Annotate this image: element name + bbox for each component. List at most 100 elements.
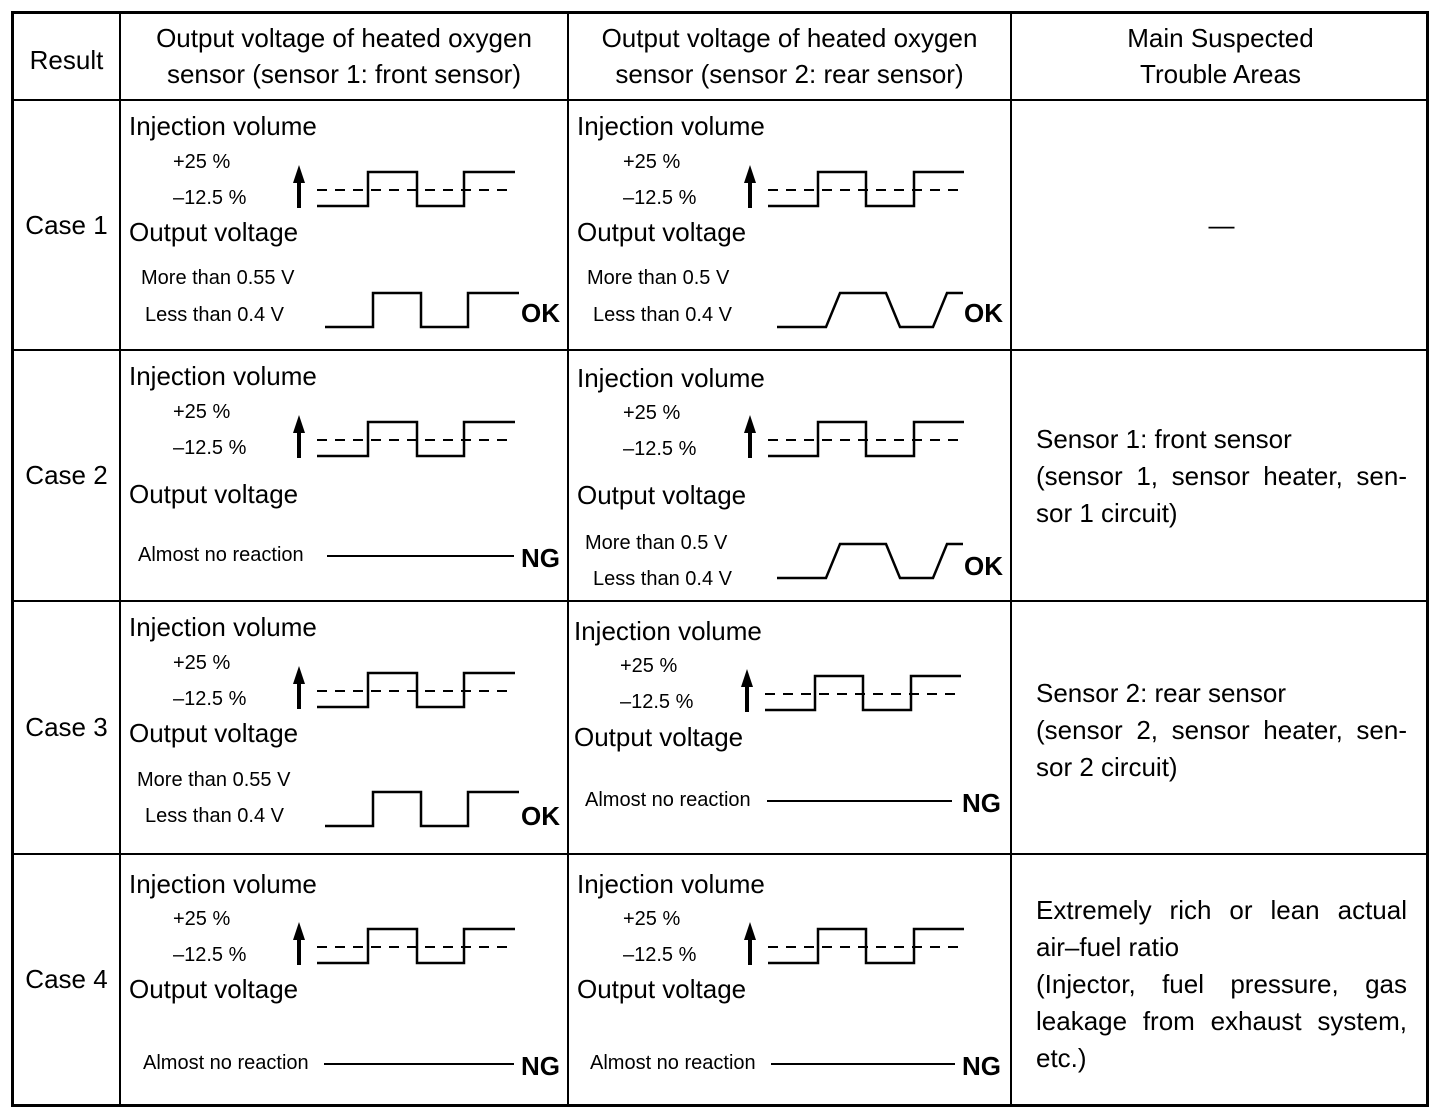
minus-12-5-label: –12.5 % xyxy=(623,187,697,209)
minus-12-5-label: –12.5 % xyxy=(623,438,697,460)
injection-waveform xyxy=(744,415,964,458)
trouble-text: Sensor 1: front sensor (sensor 1, sensor… xyxy=(1036,421,1407,532)
plus-25-label: +25 % xyxy=(173,908,231,930)
sensor2-cell: Injection volume +25 % –12.5 % Output vo… xyxy=(569,855,1010,1104)
minus-12-5-label: –12.5 % xyxy=(173,437,247,459)
case-label: Case 3 xyxy=(25,712,108,742)
trouble-text: — xyxy=(1036,207,1407,244)
trouble-line: leakage from exhaust system, xyxy=(1036,1006,1407,1036)
injection-volume-label: Injection volume xyxy=(574,616,762,646)
result-ok: OK xyxy=(521,298,560,328)
result-ok: OK xyxy=(521,801,560,831)
injection-volume-label: Injection volume xyxy=(577,869,765,899)
injection-waveform xyxy=(744,922,964,965)
header-trouble-line: Trouble Areas xyxy=(1140,59,1301,89)
trouble-line: (Injector, fuel pressure, gas xyxy=(1036,969,1407,999)
sensor2-cell: Injection volume +25 % –12.5 % Output vo… xyxy=(569,101,1010,349)
header-sensor1-line: sensor (sensor 1: front sensor) xyxy=(166,59,522,89)
almost-no-reaction-label: Almost no reaction xyxy=(585,789,751,811)
trouble-cell: — xyxy=(1012,101,1429,349)
trouble-text: Extremely rich or lean actual air–fuel r… xyxy=(1036,892,1407,1077)
output-voltage-label: Output voltage xyxy=(129,718,299,748)
trouble-line: — xyxy=(1208,210,1235,240)
column-divider xyxy=(567,14,569,1104)
header-sensor1-line: Output voltage of heated oxygen xyxy=(156,23,532,53)
output-waveform xyxy=(325,790,519,828)
output-voltage-label: Output voltage xyxy=(577,217,747,247)
trouble-line: (sensor 2, sensor heater, sen- xyxy=(1036,715,1407,745)
header-trouble-line: Main Suspected xyxy=(1127,23,1314,53)
trouble-text: Sensor 2: rear sensor (sensor 2, sensor … xyxy=(1036,675,1407,786)
flat-output-line xyxy=(324,1063,514,1065)
result-ng: NG xyxy=(962,1051,1001,1081)
flat-output-line xyxy=(767,800,952,802)
injection-volume-label: Injection volume xyxy=(129,612,317,642)
more-than-label: More than 0.5 V xyxy=(587,267,730,289)
injection-waveform xyxy=(293,165,515,208)
header-trouble-areas: Main Suspected Trouble Areas xyxy=(1012,20,1429,92)
sensor2-cell: Injection volume +25 % –12.5 % Output vo… xyxy=(569,351,1010,600)
more-than-label: More than 0.5 V xyxy=(585,532,728,554)
injection-volume-label: Injection volume xyxy=(577,363,765,393)
injection-waveform xyxy=(293,666,515,709)
case-label: Case 4 xyxy=(25,964,108,994)
header-sensor2-line: sensor (sensor 2: rear sensor) xyxy=(615,59,964,89)
trouble-line: etc.) xyxy=(1036,1043,1087,1073)
almost-no-reaction-label: Almost no reaction xyxy=(590,1052,756,1074)
less-than-label: Less than 0.4 V xyxy=(593,568,732,590)
plus-25-label: +25 % xyxy=(620,655,678,677)
row-divider xyxy=(14,853,1426,855)
minus-12-5-label: –12.5 % xyxy=(173,187,247,209)
output-waveform xyxy=(325,291,519,329)
plus-25-label: +25 % xyxy=(173,151,231,173)
sensor1-cell: Injection volume +25 % –12.5 % Output vo… xyxy=(121,855,567,1104)
injection-volume-label: Injection volume xyxy=(577,111,765,141)
output-waveform xyxy=(777,291,963,329)
flat-output-line xyxy=(771,1063,955,1065)
injection-volume-label: Injection volume xyxy=(129,111,317,141)
header-result: Result xyxy=(29,45,104,75)
sensor1-cell: Injection volume +25 % –12.5 % Output vo… xyxy=(121,602,567,853)
plus-25-label: +25 % xyxy=(623,908,681,930)
column-divider xyxy=(119,14,121,1104)
trouble-cell: Sensor 1: front sensor (sensor 1, sensor… xyxy=(1012,351,1429,600)
result-ng: NG xyxy=(521,543,560,573)
output-voltage-label: Output voltage xyxy=(577,974,747,1004)
less-than-label: Less than 0.4 V xyxy=(145,304,284,326)
less-than-label: Less than 0.4 V xyxy=(593,304,732,326)
flat-output-line xyxy=(327,555,514,557)
output-voltage-label: Output voltage xyxy=(129,479,299,509)
row-divider xyxy=(14,349,1426,351)
plus-25-label: +25 % xyxy=(623,402,681,424)
trouble-line: Extremely rich or lean actual xyxy=(1036,895,1407,925)
result-ng: NG xyxy=(521,1051,560,1081)
output-voltage-label: Output voltage xyxy=(577,480,747,510)
plus-25-label: +25 % xyxy=(173,652,231,674)
row-divider xyxy=(14,600,1426,602)
more-than-label: More than 0.55 V xyxy=(141,267,295,289)
diagnosis-table: Result Output voltage of heated oxygen s… xyxy=(11,11,1429,1107)
injection-waveform xyxy=(293,922,515,965)
sensor1-cell: Injection volume +25 % –12.5 % Output vo… xyxy=(121,101,567,349)
sensor1-cell: Injection volume +25 % –12.5 % Output vo… xyxy=(121,351,567,600)
trouble-line: Sensor 1: front sensor xyxy=(1036,424,1292,454)
almost-no-reaction-label: Almost no reaction xyxy=(138,544,304,566)
header-sensor1: Output voltage of heated oxygen sensor (… xyxy=(121,20,567,92)
injection-volume-label: Injection volume xyxy=(129,869,317,899)
injection-waveform xyxy=(293,415,515,458)
column-divider xyxy=(1010,14,1012,1104)
sensor2-cell: Injection volume +25 % –12.5 % Output vo… xyxy=(569,602,1010,853)
output-voltage-label: Output voltage xyxy=(129,974,299,1004)
header-sensor2-line: Output voltage of heated oxygen xyxy=(601,23,978,53)
plus-25-label: +25 % xyxy=(623,151,681,173)
minus-12-5-label: –12.5 % xyxy=(620,691,694,713)
case-label: Case 2 xyxy=(25,460,108,490)
almost-no-reaction-label: Almost no reaction xyxy=(143,1052,309,1074)
trouble-cell: Sensor 2: rear sensor (sensor 2, sensor … xyxy=(1012,602,1429,853)
minus-12-5-label: –12.5 % xyxy=(623,944,697,966)
minus-12-5-label: –12.5 % xyxy=(173,688,247,710)
trouble-line: sor 2 circuit) xyxy=(1036,752,1178,782)
output-voltage-label: Output voltage xyxy=(574,722,744,752)
minus-12-5-label: –12.5 % xyxy=(173,944,247,966)
less-than-label: Less than 0.4 V xyxy=(145,805,284,827)
